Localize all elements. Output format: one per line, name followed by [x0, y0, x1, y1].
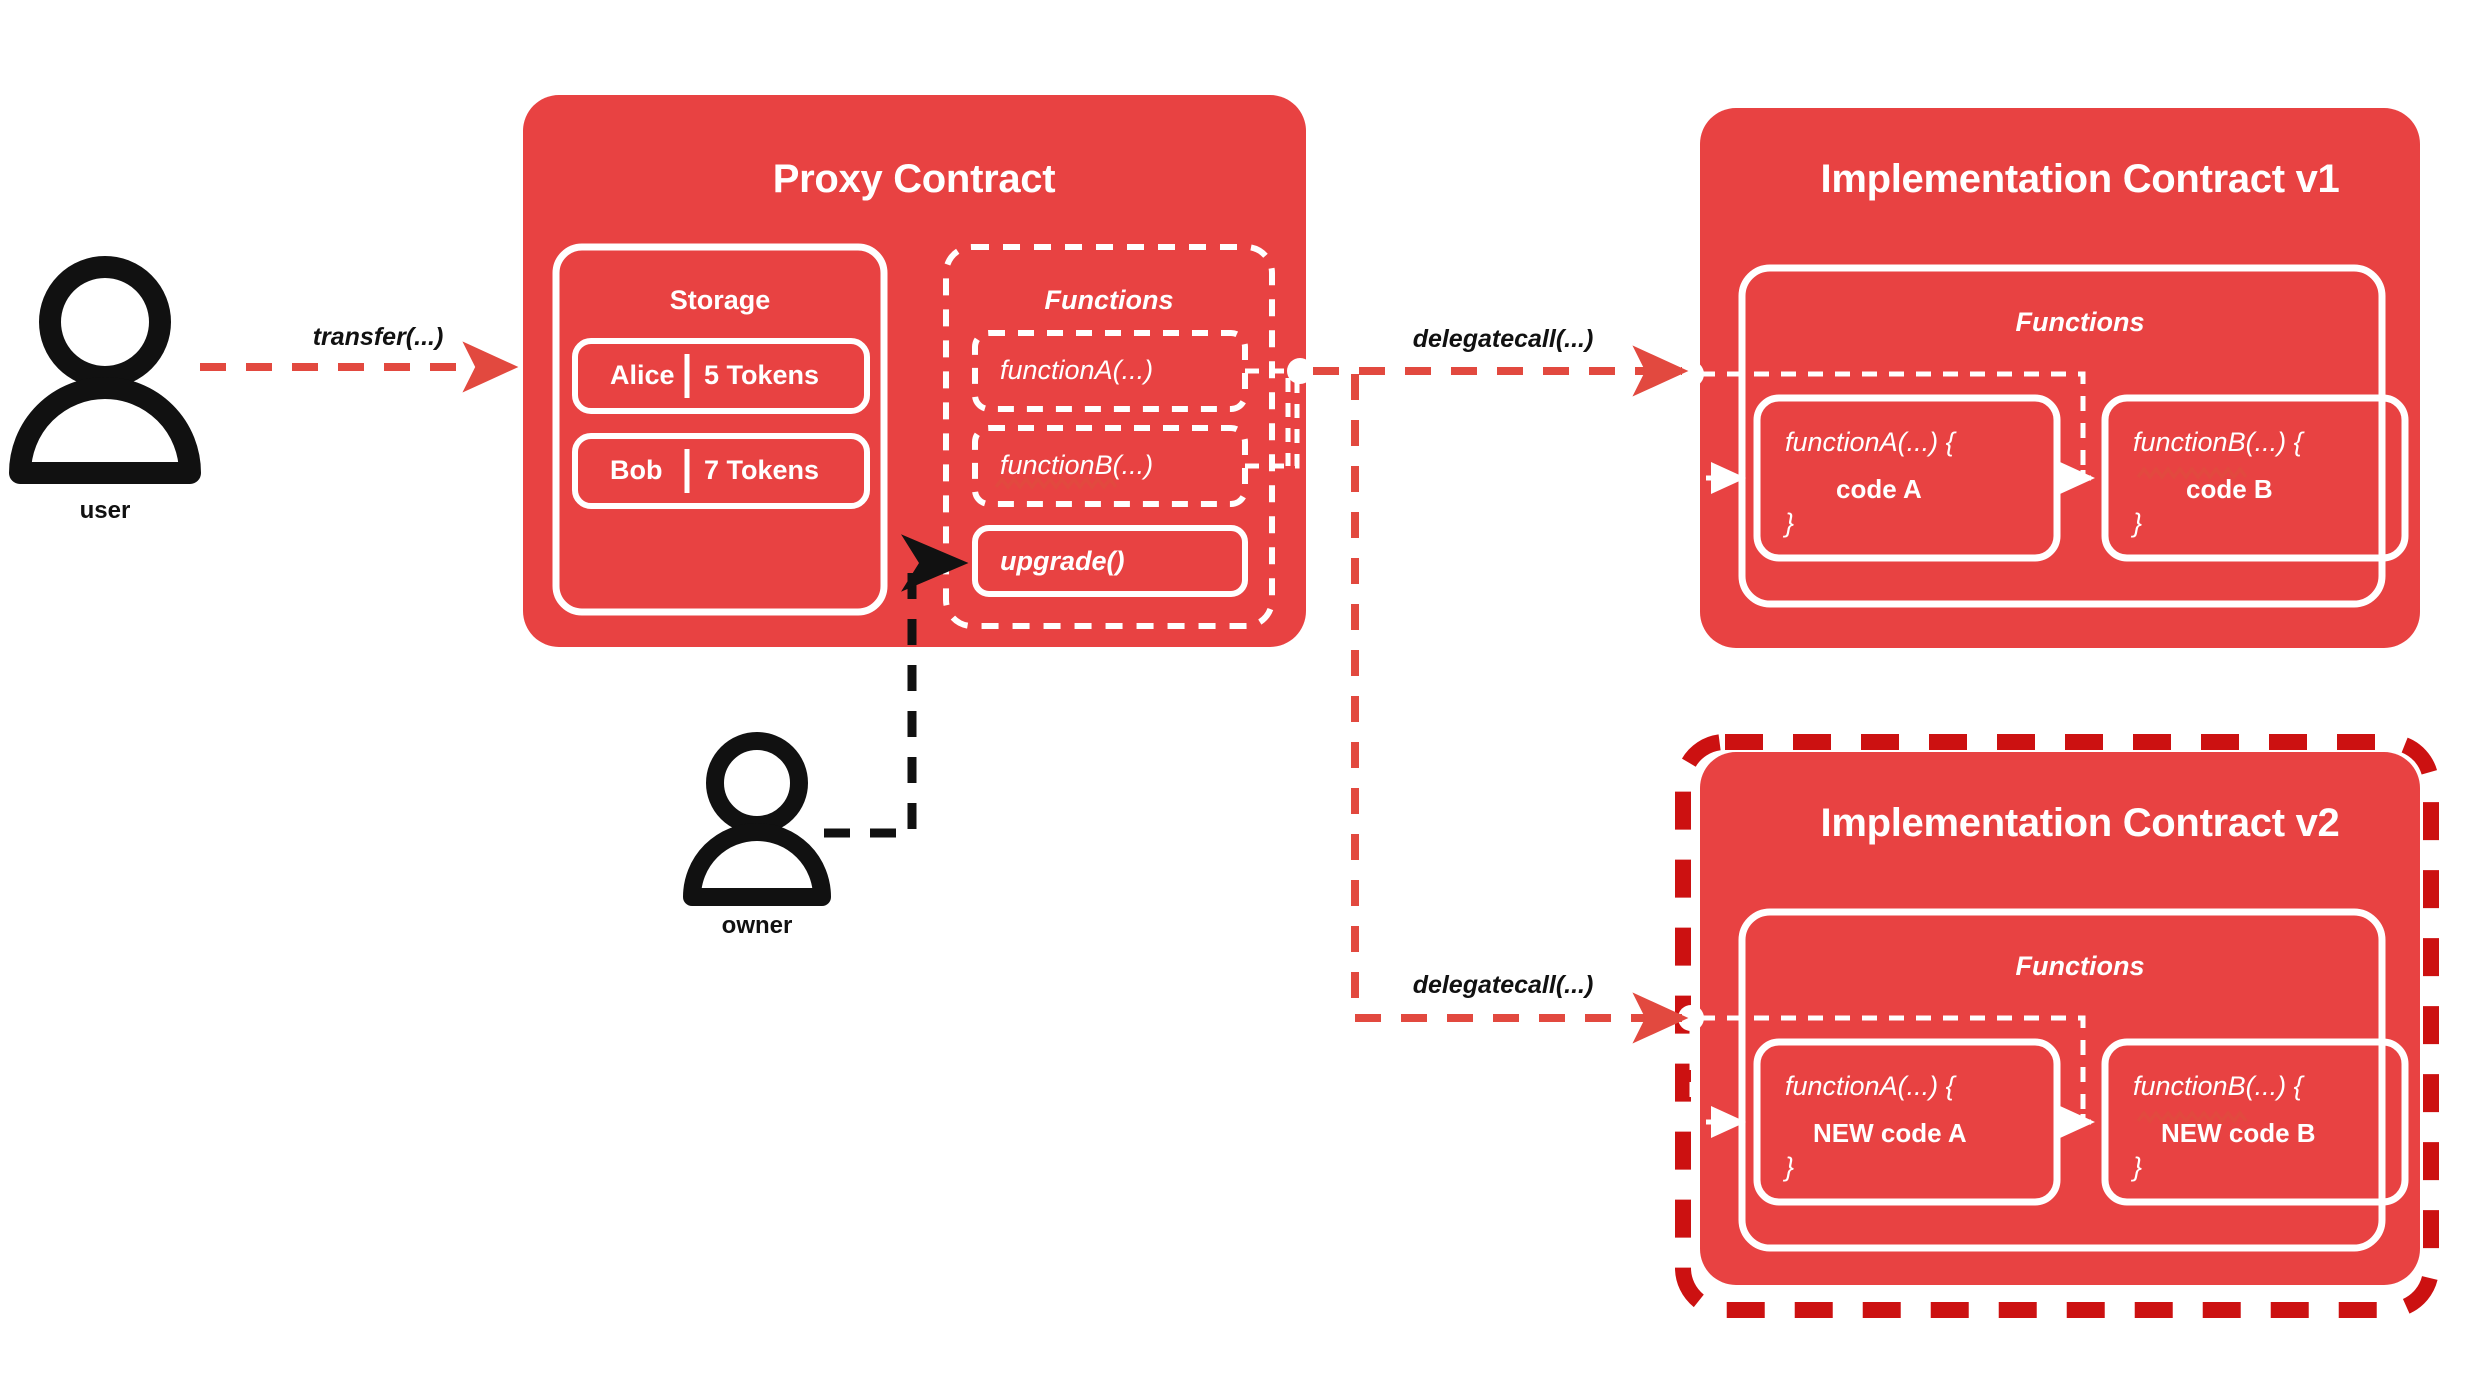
proxy-function-upgrade[interactable]: upgrade() — [1000, 546, 1125, 576]
storage-row-balance: 7 Tokens — [704, 455, 820, 485]
proxy-contract-box[interactable] — [523, 95, 1313, 647]
spellcheck-squiggles — [994, 466, 2248, 1124]
impl-v1-functionb-body: code B — [2186, 474, 2273, 504]
impl-v1-functiona-body: code A — [1836, 474, 1922, 504]
impl-v2-functiona-body: NEW code A — [1813, 1118, 1967, 1148]
edge-label-delegatecall-v2: delegatecall(...) — [1412, 971, 1594, 999]
impl-v1-title: Implementation Contract v1 — [1820, 157, 2340, 201]
impl-v1-functiona-close: } — [1785, 508, 1795, 538]
storage-row-balance: 5 Tokens — [704, 360, 820, 390]
impl-v2-functionb-close: } — [2133, 1152, 2143, 1182]
storage-title: Storage — [669, 285, 771, 315]
impl-v2-functionb-body: NEW code B — [2161, 1118, 2316, 1148]
user-icon — [9, 256, 201, 484]
proxy-function-functiona[interactable]: functionA(...) — [1000, 355, 1154, 385]
impl-v2-functionb-signature: functionB(...) { — [2133, 1071, 2303, 1101]
impl-v1-functions-title: Functions — [2015, 307, 2145, 337]
edge-owner-upgrade — [824, 534, 969, 838]
edge-delegatecall-v2 — [1351, 374, 1689, 1044]
impl-v1-box[interactable] — [1678, 108, 2420, 648]
impl-v2-title: Implementation Contract v2 — [1820, 801, 2340, 845]
owner-icon — [683, 732, 831, 906]
storage-row-account: Alice — [610, 360, 675, 390]
actor-label-user: user — [79, 497, 131, 524]
edge-label-transfer: transfer(...) — [312, 323, 444, 351]
impl-v1-functiona-signature: functionA(...) { — [1785, 427, 1955, 457]
actor-label-owner: owner — [721, 912, 793, 939]
impl-v2-functions-title: Functions — [2015, 951, 2145, 981]
impl-v1-functionb-close: } — [2133, 508, 2143, 538]
storage-row-account: Bob — [610, 455, 663, 485]
impl-v2-functiona-signature: functionA(...) { — [1785, 1071, 1955, 1101]
proxy-title: Proxy Contract — [772, 157, 1056, 201]
proxy-function-functionb[interactable]: functionB(...) — [1000, 450, 1154, 480]
impl-v1-functionb-signature: functionB(...) { — [2133, 427, 2303, 457]
edge-label-delegatecall-v1: delegatecall(...) — [1412, 325, 1594, 353]
proxy-functions-title: Functions — [1044, 285, 1174, 315]
impl-v2-functiona-close: } — [1785, 1152, 1795, 1182]
